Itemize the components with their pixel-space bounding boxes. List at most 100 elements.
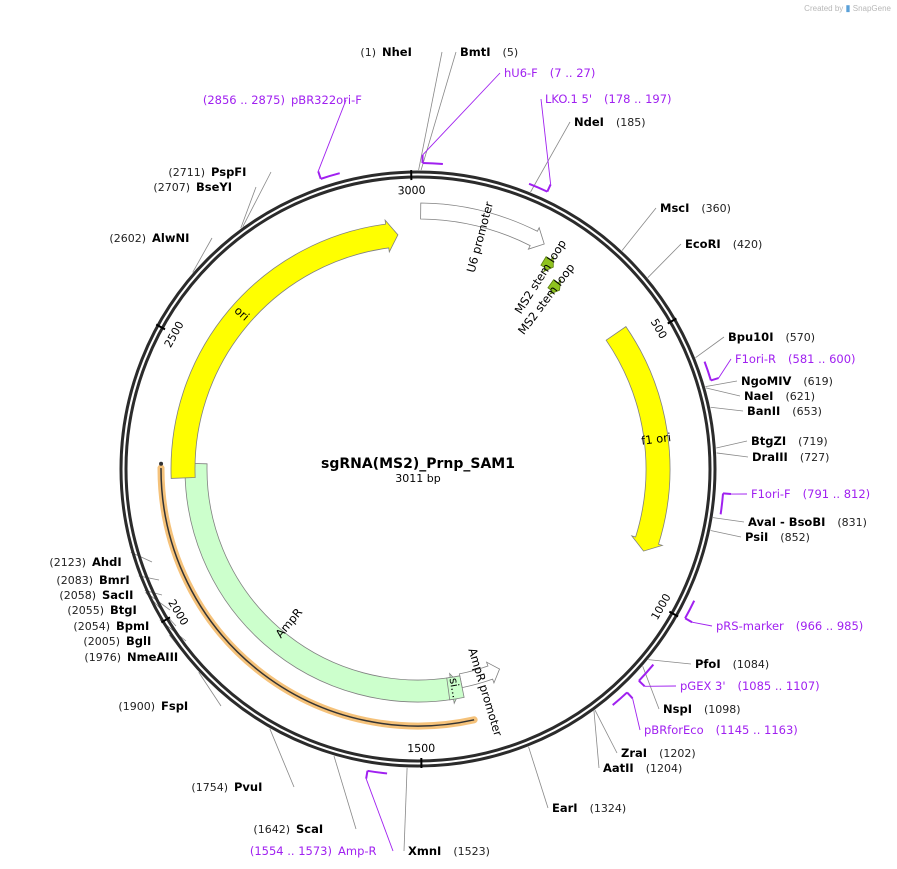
- enzyme-name[interactable]: NmeAIII: [127, 650, 178, 664]
- enzyme-name[interactable]: BanII: [747, 404, 780, 418]
- enzyme-site-pvui[interactable]: (1754)PvuI: [191, 780, 262, 794]
- primer-amp-r[interactable]: (1554 .. 1573)Amp-R: [250, 844, 377, 858]
- enzyme-site-draiii[interactable]: DraIII(727): [752, 450, 829, 464]
- enzyme-site-alwni[interactable]: (2602)AlwNI: [109, 231, 189, 245]
- enzyme-name[interactable]: NheI: [382, 45, 412, 59]
- enzyme-site-ahdi[interactable]: (2123)AhdI: [49, 555, 121, 569]
- primer-name[interactable]: hU6-F: [504, 66, 538, 80]
- enzyme-site-ndei[interactable]: NdeI(185): [574, 115, 646, 129]
- enzyme-name[interactable]: EarI: [552, 801, 578, 815]
- enzyme-site-nspi[interactable]: NspI(1098): [663, 702, 741, 716]
- enzyme-site-ngomiv[interactable]: NgoMIV(619): [741, 374, 833, 388]
- primer-hu6-f[interactable]: hU6-F(7 .. 27): [504, 66, 595, 80]
- enzyme-name[interactable]: NgoMIV: [741, 374, 791, 388]
- enzyme-site-pspfi[interactable]: (2711)PspFI: [168, 165, 246, 179]
- enzyme-name[interactable]: ScaI: [296, 822, 323, 836]
- primer-pbrforeco[interactable]: pBRforEco(1145 .. 1163): [644, 723, 798, 737]
- enzyme-name[interactable]: BmtI: [460, 45, 491, 59]
- feature-u6-promoter[interactable]: [420, 202, 545, 250]
- primer-name[interactable]: pRS-marker: [716, 619, 784, 633]
- primer-bar[interactable]: [719, 493, 725, 515]
- enzyme-site-nmeaiii[interactable]: (1976)NmeAIII: [84, 650, 178, 664]
- primer-bar[interactable]: [612, 691, 628, 706]
- feature-ms2-stem-loop[interactable]: [540, 255, 554, 273]
- enzyme-name[interactable]: PfoI: [695, 657, 721, 671]
- primer-bar[interactable]: [528, 182, 548, 193]
- enzyme-site-ecori[interactable]: EcoRI(420): [685, 237, 762, 251]
- enzyme-site-sacii[interactable]: (2058)SacII: [59, 588, 133, 602]
- feature-ampr[interactable]: [184, 462, 463, 705]
- enzyme-site-pfoi[interactable]: PfoI(1084): [695, 657, 769, 671]
- enzyme-name[interactable]: BpmI: [116, 619, 149, 633]
- primer-name[interactable]: Amp-R: [338, 844, 377, 858]
- primer-name[interactable]: pGEX 3': [680, 679, 726, 693]
- primer-name[interactable]: LKO.1 5': [545, 92, 592, 106]
- enzyme-name[interactable]: AvaI - BsoBI: [748, 515, 825, 529]
- enzyme-site-bseyi[interactable]: (2707)BseYI: [153, 180, 232, 194]
- enzyme-site-nhei[interactable]: (1)NheI: [360, 45, 411, 59]
- feature-ori[interactable]: [170, 218, 399, 479]
- enzyme-site-psii[interactable]: PsiI(852): [745, 530, 810, 544]
- enzyme-name[interactable]: BmrI: [99, 573, 130, 587]
- enzyme-name[interactable]: EcoRI: [685, 237, 721, 251]
- primer-bar[interactable]: [422, 162, 443, 166]
- enzyme-site-zrai[interactable]: ZraI(1202): [621, 746, 696, 760]
- enzyme-name[interactable]: Bpu10I: [728, 330, 773, 344]
- enzyme-site-scai[interactable]: (1642)ScaI: [253, 822, 323, 836]
- enzyme-site-xmni[interactable]: XmnI(1523): [408, 844, 490, 858]
- enzyme-site-avai-bsobi[interactable]: AvaI - BsoBI(831): [748, 515, 867, 529]
- enzyme-name[interactable]: ZraI: [621, 746, 647, 760]
- enzyme-name[interactable]: DraIII: [752, 450, 788, 464]
- leader-line: [712, 517, 745, 523]
- enzyme-name[interactable]: BtgZI: [751, 434, 786, 448]
- enzyme-site-bgli[interactable]: (2005)BglI: [83, 634, 151, 648]
- enzyme-name[interactable]: PvuI: [234, 780, 262, 794]
- primer-bar[interactable]: [367, 769, 388, 775]
- feature-ms2-stem-loop[interactable]: [547, 278, 562, 296]
- primer-name[interactable]: F1ori-R: [735, 352, 776, 366]
- enzyme-name[interactable]: AlwNI: [152, 231, 189, 245]
- primer-lko-1-5-[interactable]: LKO.1 5'(178 .. 197): [545, 92, 672, 106]
- primer-pgex-3-[interactable]: pGEX 3'(1085 .. 1107): [680, 679, 820, 693]
- enzyme-site-bpu10i[interactable]: Bpu10I(570): [728, 330, 815, 344]
- primer-track[interactable]: [317, 72, 748, 852]
- enzyme-site-btgzi[interactable]: BtgZI(719): [751, 434, 828, 448]
- enzyme-name[interactable]: NdeI: [574, 115, 604, 129]
- enzyme-name[interactable]: NaeI: [744, 389, 773, 403]
- enzyme-name[interactable]: XmnI: [408, 844, 441, 858]
- enzyme-site-bpmi[interactable]: (2054)BpmI: [73, 619, 149, 633]
- enzyme-site-btgi[interactable]: (2055)BtgI: [67, 603, 136, 617]
- enzyme-site-banii[interactable]: BanII(653): [747, 404, 822, 418]
- enzyme-site-eari[interactable]: EarI(1324): [552, 801, 626, 815]
- primer-bar[interactable]: [320, 172, 340, 180]
- enzyme-site-bmti[interactable]: BmtI(5): [460, 45, 518, 59]
- primer-bar[interactable]: [684, 600, 696, 619]
- enzyme-site-msci[interactable]: MscI(360): [660, 201, 731, 215]
- enzyme-name[interactable]: BtgI: [110, 603, 137, 617]
- enzyme-name[interactable]: BglI: [126, 634, 151, 648]
- primer-name[interactable]: pBR322ori-F: [291, 93, 362, 107]
- enzyme-name[interactable]: FspI: [161, 699, 188, 713]
- primer-f1ori-f[interactable]: F1ori-F(791 .. 812): [751, 487, 870, 501]
- enzyme-name[interactable]: AhdI: [92, 555, 122, 569]
- feature-f1-ori[interactable]: [605, 326, 671, 552]
- enzyme-name[interactable]: MscI: [660, 201, 689, 215]
- enzyme-name[interactable]: BseYI: [196, 180, 232, 194]
- primer-f1ori-r[interactable]: F1ori-R(581 .. 600): [735, 352, 856, 366]
- feature-si[interactable]: [446, 675, 465, 701]
- enzyme-name[interactable]: PsiI: [745, 530, 768, 544]
- primer-prs-marker[interactable]: pRS-marker(966 .. 985): [716, 619, 863, 633]
- feature-ampr-promoter[interactable]: [458, 661, 501, 689]
- enzyme-site-aatii[interactable]: AatII(1204): [603, 761, 682, 775]
- enzyme-name[interactable]: PspFI: [211, 165, 246, 179]
- enzyme-site-naei[interactable]: NaeI(621): [744, 389, 815, 403]
- primer-bar[interactable]: [703, 361, 712, 381]
- primer-name[interactable]: F1ori-F: [751, 487, 791, 501]
- primer-name[interactable]: pBRforEco: [644, 723, 704, 737]
- enzyme-name[interactable]: AatII: [603, 761, 634, 775]
- primer-pbr322ori-f[interactable]: (2856 .. 2875)pBR322ori-F: [203, 93, 362, 107]
- enzyme-site-bmri[interactable]: (2083)BmrI: [56, 573, 129, 587]
- enzyme-name[interactable]: NspI: [663, 702, 692, 716]
- enzyme-site-fspi[interactable]: (1900)FspI: [118, 699, 188, 713]
- enzyme-name[interactable]: SacII: [102, 588, 133, 602]
